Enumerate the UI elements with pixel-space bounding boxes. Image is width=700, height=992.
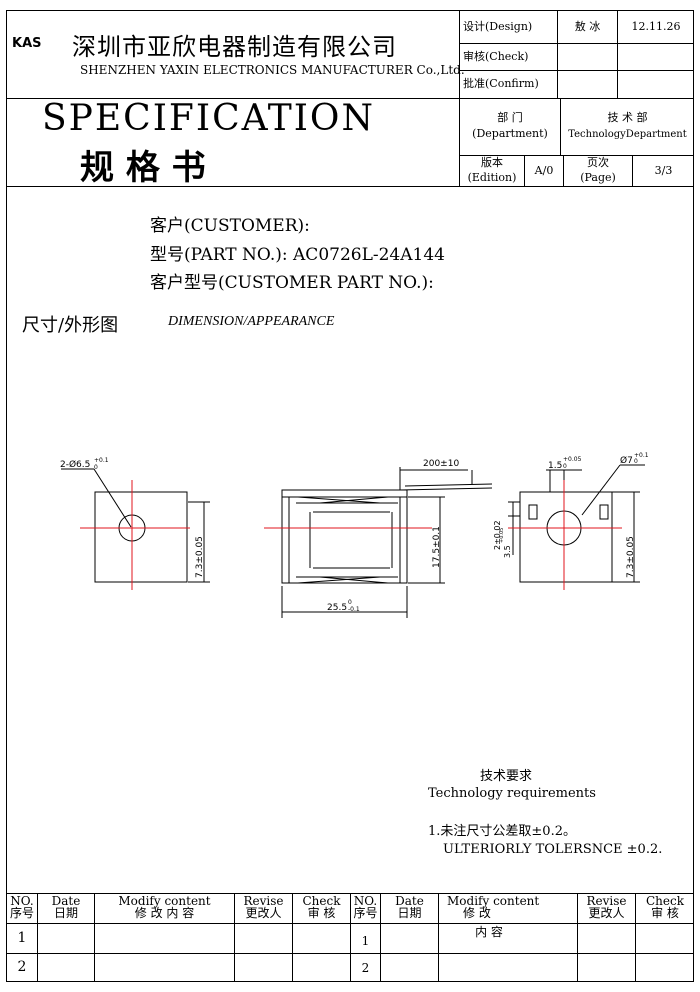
label-hole-left-tol-low: 0 — [94, 464, 98, 471]
requirement-1-en: ULTERIORLY TOLERSNCE ±0.2. — [443, 842, 663, 857]
col-revise-en: Revise — [243, 894, 284, 908]
dimension-title-en: DIMENSION/APPEARANCE — [168, 314, 335, 329]
department-value-cn: 技 术 部 — [607, 110, 648, 124]
col-revise-cn-right: 更改人 — [588, 906, 625, 920]
label-body-length: 25.5 — [327, 603, 347, 613]
label-body-length-tol-up: 0 — [348, 599, 352, 606]
col-date-cn-right: 日期 — [397, 906, 422, 920]
left-view-outline — [94, 491, 188, 583]
spec-title-cn: 规 格 书 — [80, 148, 206, 188]
row-1-no-right: 1 — [361, 933, 370, 948]
col-modify-en-right: Modify content — [447, 894, 540, 908]
department-value-en: TechnologyDepartment — [568, 128, 687, 140]
row-1-no: 1 — [17, 929, 27, 946]
label-lead-length: 200±10 — [423, 459, 459, 469]
label-slot-tol-up: +0.05 — [563, 456, 582, 463]
department-label-en: (Department) — [472, 126, 548, 140]
department-label-cn: 部 门 — [497, 110, 523, 124]
label-hole-right: Ø7 — [620, 455, 633, 466]
page-label-cn: 页次 — [587, 156, 609, 170]
col-revise-en-right: Revise — [586, 894, 627, 908]
col-date-en: Date — [51, 894, 81, 908]
col-modify-en: Modify content — [118, 894, 211, 908]
label-body-length-tol-low: -0.1 — [348, 606, 360, 613]
requirements-title-en: Technology requirements — [428, 786, 596, 801]
part-number-value: AC0726L-24A144 — [293, 245, 445, 265]
requirement-1-cn: 1.未注尺寸公差取±0.2。 — [428, 824, 576, 839]
col-modify-cn: 修 改 内 容 — [134, 906, 195, 920]
label-hole-left: 2-Ø6.5 — [60, 459, 90, 470]
col-date-en-right: Date — [395, 894, 424, 908]
front-view-outline — [281, 496, 408, 584]
col-check-cn-right: 审 核 — [651, 906, 679, 920]
label-slot-b-tol: +0.05 — [499, 528, 505, 543]
col-no-cn-right: 序号 — [353, 906, 378, 920]
part-number-label: 型号(PART NO.): AC0726L-24A144 — [150, 240, 445, 265]
edition-label-cn: 版本 — [481, 156, 503, 170]
label-height-right: 7.3±0.05 — [626, 536, 636, 578]
company-logo: KAS — [12, 36, 42, 51]
row-2-no: 2 — [17, 959, 27, 976]
row-2-no-right: 2 — [361, 961, 370, 976]
customer-part-label: 客户型号(CUSTOMER PART NO.): — [150, 273, 434, 293]
dimension-title-cn: 尺寸/外形图 — [22, 315, 119, 336]
modify-content-extra: 内 容 — [475, 925, 503, 939]
col-no-en-right: NO. — [353, 894, 378, 908]
customer-label: 客户(CUSTOMER): — [150, 216, 310, 236]
edition-label-en: (Edition) — [467, 170, 517, 184]
col-no-cn: 序号 — [9, 906, 34, 920]
design-date: 12.11.26 — [631, 19, 681, 33]
col-check-cn: 审 核 — [307, 906, 336, 920]
requirements-title-cn: 技术要求 — [480, 769, 533, 784]
confirm-label: 批准(Confirm) — [463, 77, 539, 91]
col-check-en-right: Check — [645, 894, 684, 908]
label-slot-tol-low: 0 — [563, 463, 567, 470]
col-check-en: Check — [302, 894, 341, 908]
dimension-drawing: 2-Ø6.5 +0.1 0 7.3±0.05 200±10 17.5±0.1 2… — [60, 452, 649, 618]
label-slot-a: 2±0.02 — [493, 520, 502, 550]
col-no-en: NO. — [10, 894, 34, 908]
label-hole-left-tol: +0.1 — [94, 457, 109, 464]
col-revise-cn: 更改人 — [245, 906, 282, 920]
edition-value: A/0 — [534, 163, 554, 177]
right-view-outline — [519, 491, 613, 583]
col-modify-cn-right: 修 改 — [463, 906, 491, 920]
page-label-en: (Page) — [580, 170, 616, 184]
label-height-left: 7.3±0.05 — [195, 536, 205, 578]
company-name-cn: 深圳市亚欣电器制造有限公司 — [72, 33, 397, 61]
design-label: 设计(Design) — [463, 19, 533, 33]
label-hole-right-tol-low: 0 — [634, 458, 638, 465]
spec-title: SPECIFICATION — [42, 98, 375, 139]
label-hole-right-tol-up: +0.1 — [634, 452, 649, 459]
page-value: 3/3 — [654, 163, 673, 177]
label-slot-b: 3.5 — [503, 545, 512, 558]
label-body-height: 17.5±0.1 — [432, 526, 442, 568]
designer-name: 敖 冰 — [574, 19, 601, 33]
label-slot-width: 1.5 — [548, 461, 562, 471]
col-date-cn: 日期 — [53, 906, 78, 920]
company-name-en: SHENZHEN YAXIN ELECTRONICS MANUFACTURER … — [80, 63, 465, 77]
check-label: 审核(Check) — [463, 49, 529, 63]
part-number-label-text: 型号(PART NO.): — [150, 245, 288, 265]
